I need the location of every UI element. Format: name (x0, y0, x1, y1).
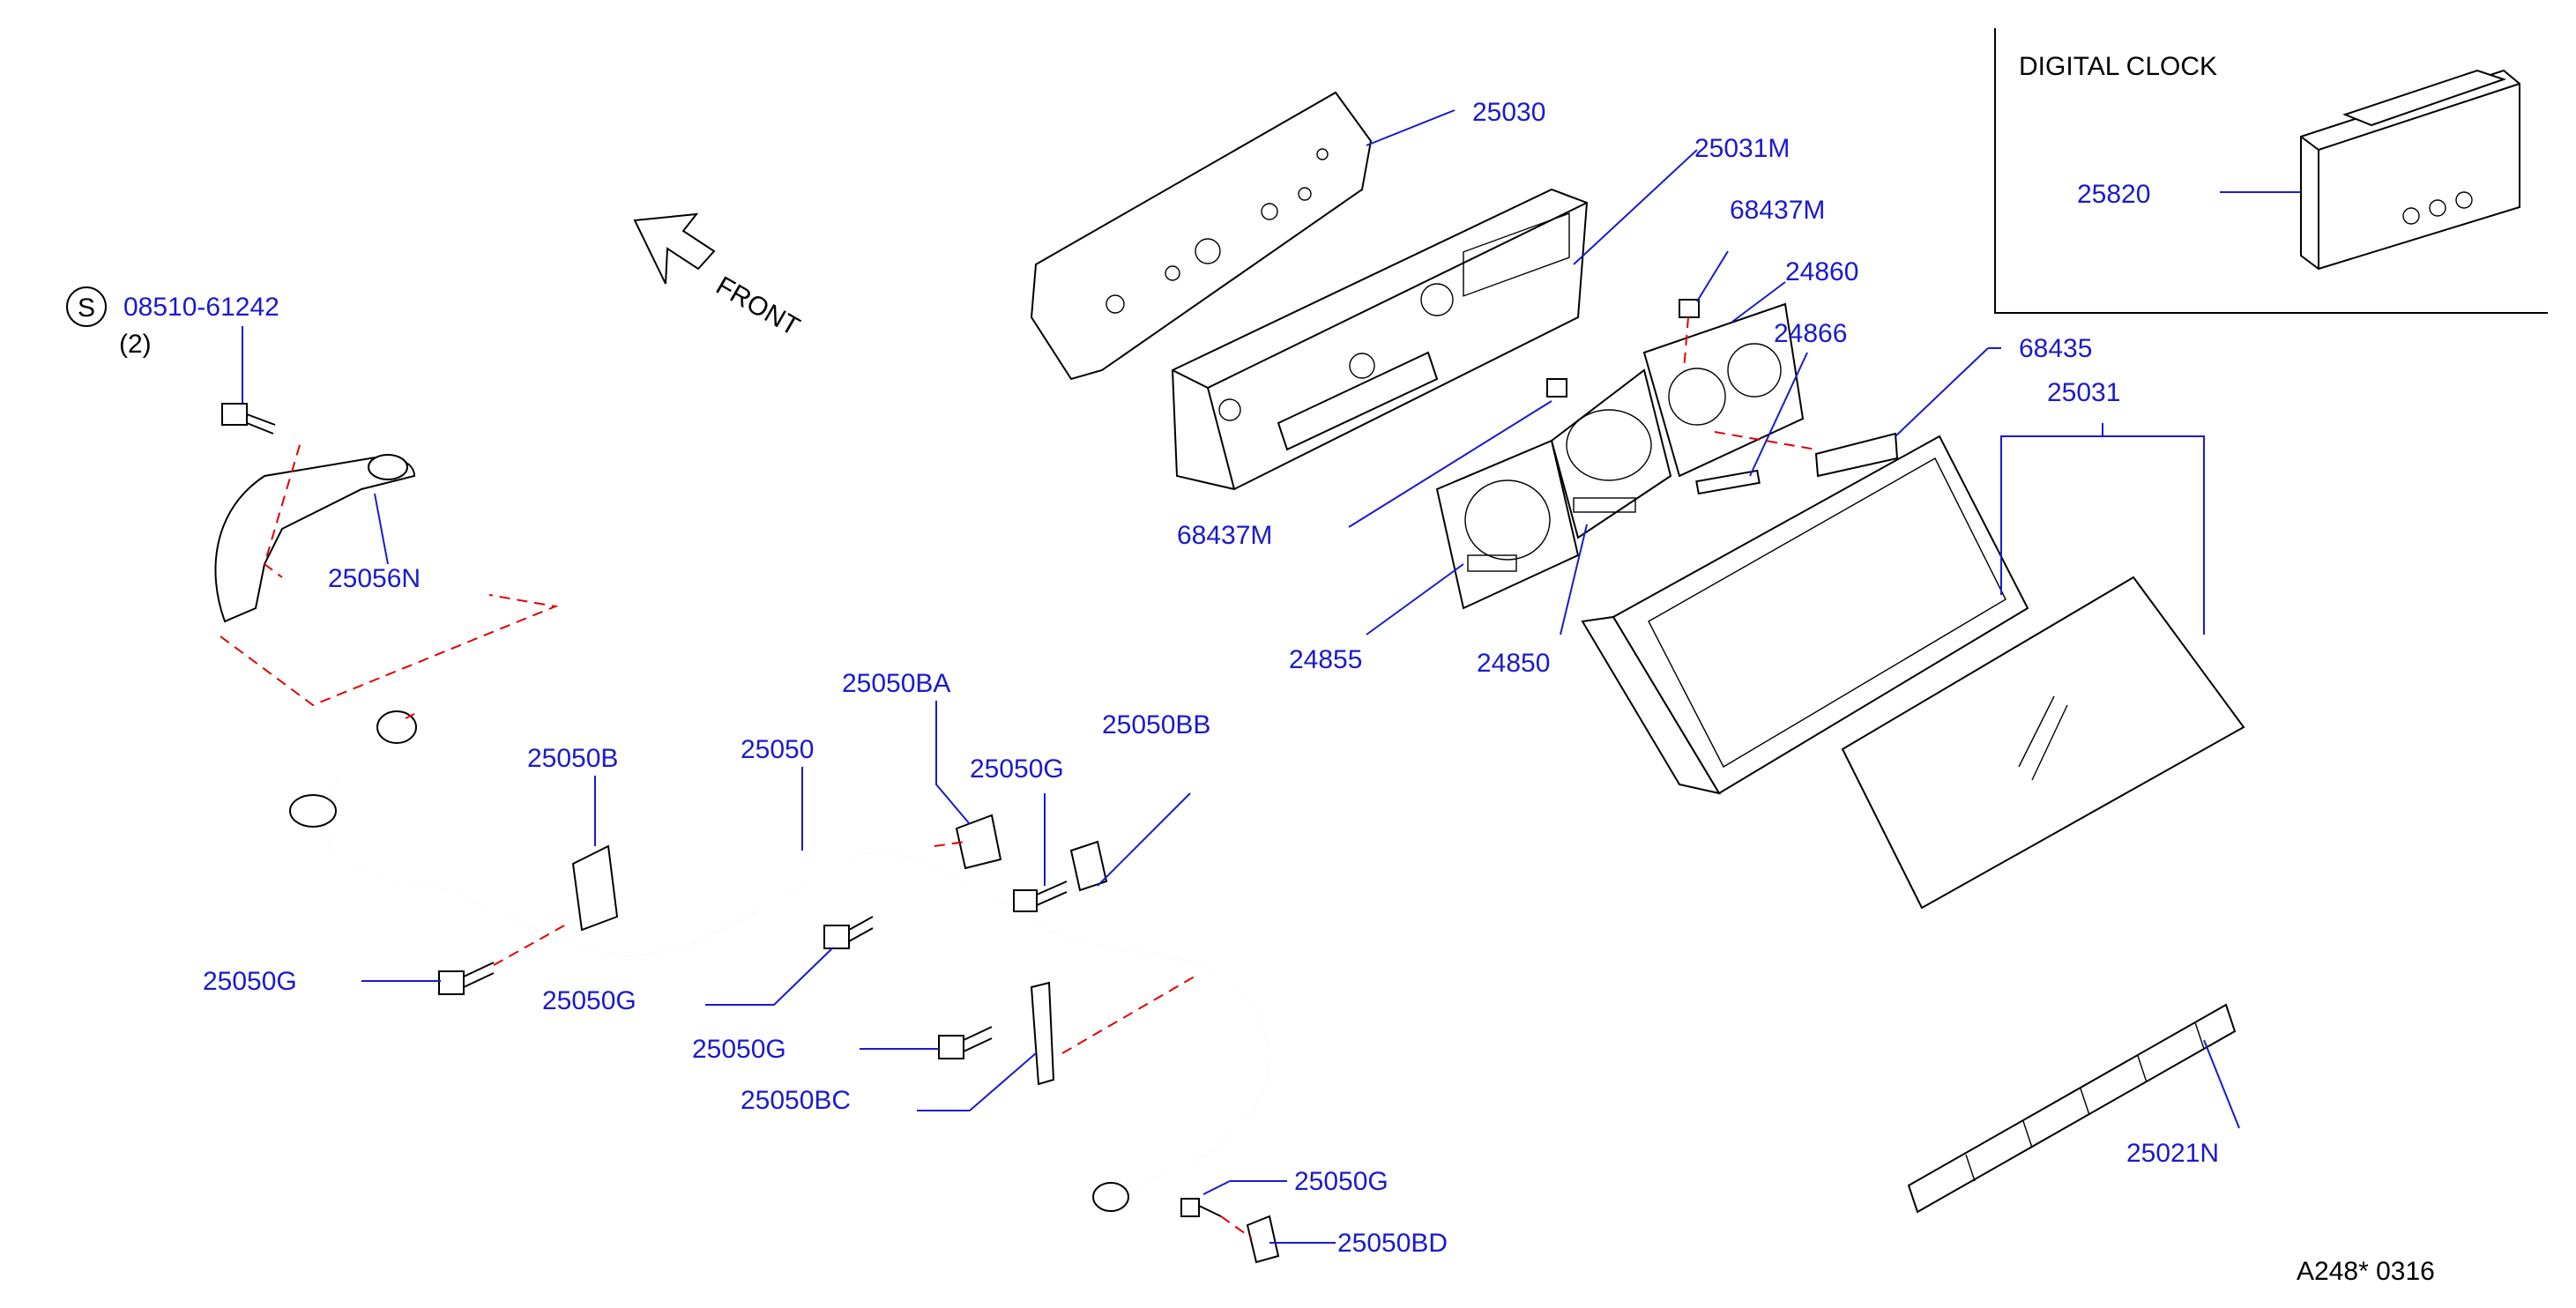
part-label-24850: 24850 (1477, 649, 1550, 678)
bolt-25050G-d (1013, 881, 1068, 912)
part-label-68435: 68435 (2019, 334, 2092, 363)
speedometer-cable-25050 (289, 710, 1270, 1212)
part-label-25050G-b: 25050G (542, 986, 637, 1015)
screw-head (221, 403, 248, 426)
part-label-25021N: 25021N (2126, 1139, 2219, 1168)
part-label-25050BA: 25050BA (842, 669, 950, 698)
part-label-25050G-e: 25050G (1294, 1167, 1389, 1196)
part-label-24866: 24866 (1774, 319, 1847, 348)
clip-25050BB (1069, 840, 1108, 892)
bolt-25050G-b (823, 916, 874, 949)
front-label: FRONT (711, 271, 805, 341)
part-label-25050: 25050 (741, 735, 814, 764)
gauge-24860 (1642, 302, 1805, 478)
part-label-25056N: 25056N (328, 564, 421, 593)
part-label-25031: 25031 (2047, 378, 2120, 407)
clock-title: DIGITAL CLOCK (2019, 52, 2217, 81)
part-label-68437M-bottom: 68437M (1177, 521, 1272, 550)
part-label-68437M-top: 68437M (1730, 196, 1825, 225)
part-label-25050G-c: 25050G (692, 1035, 786, 1064)
part-label-08510-61242: 08510-61242 (123, 293, 279, 322)
digital-clock-part (2300, 69, 2520, 271)
screw-08510-group: S 08510-61242 (2) (66, 286, 279, 435)
part-label-25050G-d: 25050G (970, 754, 1064, 784)
meter-housing-25031M (1171, 188, 1589, 491)
s-symbol: S (78, 294, 95, 323)
part-label-25030: 25030 (1472, 98, 1545, 127)
clip-25050B (571, 844, 619, 932)
part-label-25050G-a: 25050G (203, 967, 297, 996)
bulb-68437M-bottom (1546, 378, 1567, 398)
screw-quantity: (2) (119, 330, 152, 359)
part-label-25050B: 25050B (527, 744, 618, 773)
part-label-25050BC: 25050BC (741, 1086, 851, 1115)
cable-upper-end (376, 710, 417, 744)
bolt-25050G-e (1180, 1198, 1222, 1217)
grommet (289, 794, 337, 828)
glass-25031 (1841, 576, 2245, 910)
gauge-24850 (1550, 368, 1672, 539)
diagram-code: A248* 0316 (2297, 1257, 2435, 1286)
bracket-25021N (1907, 1003, 2237, 1214)
clip-25050BA (955, 814, 1002, 870)
bolt-25050G-a (438, 962, 495, 995)
part-label-25050BD: 25050BD (1337, 1229, 1448, 1258)
part-label-25820: 25820 (2077, 180, 2150, 209)
cover-25056N: 25056N (214, 444, 559, 707)
part-label-25031M: 25031M (1694, 134, 1790, 163)
finisher-25031 (1581, 435, 2029, 795)
front-arrow-icon: FRONT (633, 212, 805, 342)
gauge-24855 (1435, 439, 1580, 610)
clip-25050BC (1030, 981, 1055, 1086)
part-label-24855: 24855 (1289, 645, 1362, 674)
printed-circuit-25030 (1030, 91, 1373, 381)
bulb-socket-24866 (1695, 469, 1761, 495)
part-label-25050BB: 25050BB (1102, 710, 1210, 739)
s-symbol-circle (66, 286, 107, 327)
part-label-24860: 24860 (1785, 257, 1858, 286)
clip-25050BD (1246, 1215, 1280, 1264)
bulb-68437M-top (1679, 299, 1700, 318)
cable-lower-end (1092, 1182, 1129, 1212)
clock-inset: DIGITAL CLOCK 25820 (1994, 28, 2548, 314)
bolt-25050G-c (938, 1026, 993, 1059)
connector-68435 (1814, 432, 1899, 478)
